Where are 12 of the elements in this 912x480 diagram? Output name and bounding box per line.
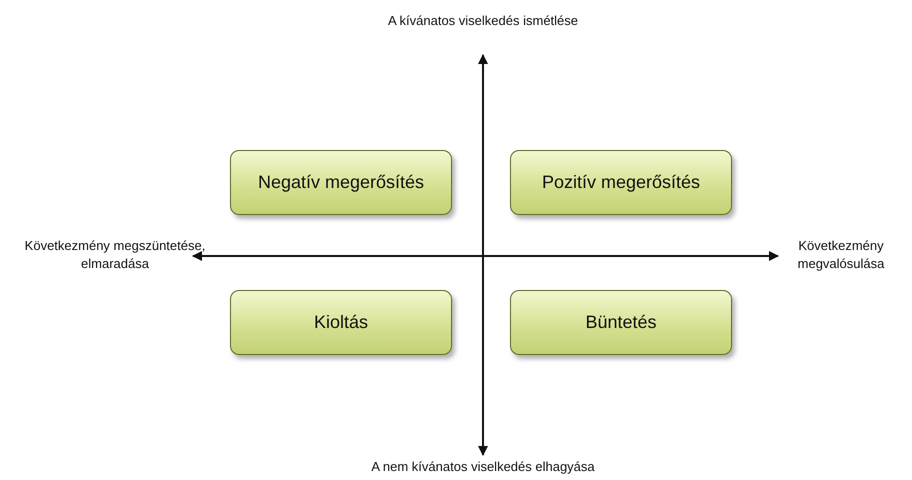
quadrant-box <box>510 150 732 215</box>
axis-label: A kívánatos viselkedés ismétlése <box>386 12 580 30</box>
quadrant-box <box>230 150 452 215</box>
axis-label: A nem kívánatos viselkedés elhagyása <box>370 458 596 476</box>
quadrant-label: Kioltás <box>314 312 368 333</box>
axis-label: Következmény megvalósulása <box>796 237 886 273</box>
quadrant-label: Büntetés <box>585 312 657 333</box>
quadrant-box <box>230 290 452 355</box>
axis-label: Következmény megszüntetése, elmaradása <box>24 237 206 273</box>
quadrant-label: Negatív megerősítés <box>258 172 424 193</box>
quadrant-label: Pozitív megerősítés <box>542 172 700 193</box>
quadrant-box <box>510 290 732 355</box>
